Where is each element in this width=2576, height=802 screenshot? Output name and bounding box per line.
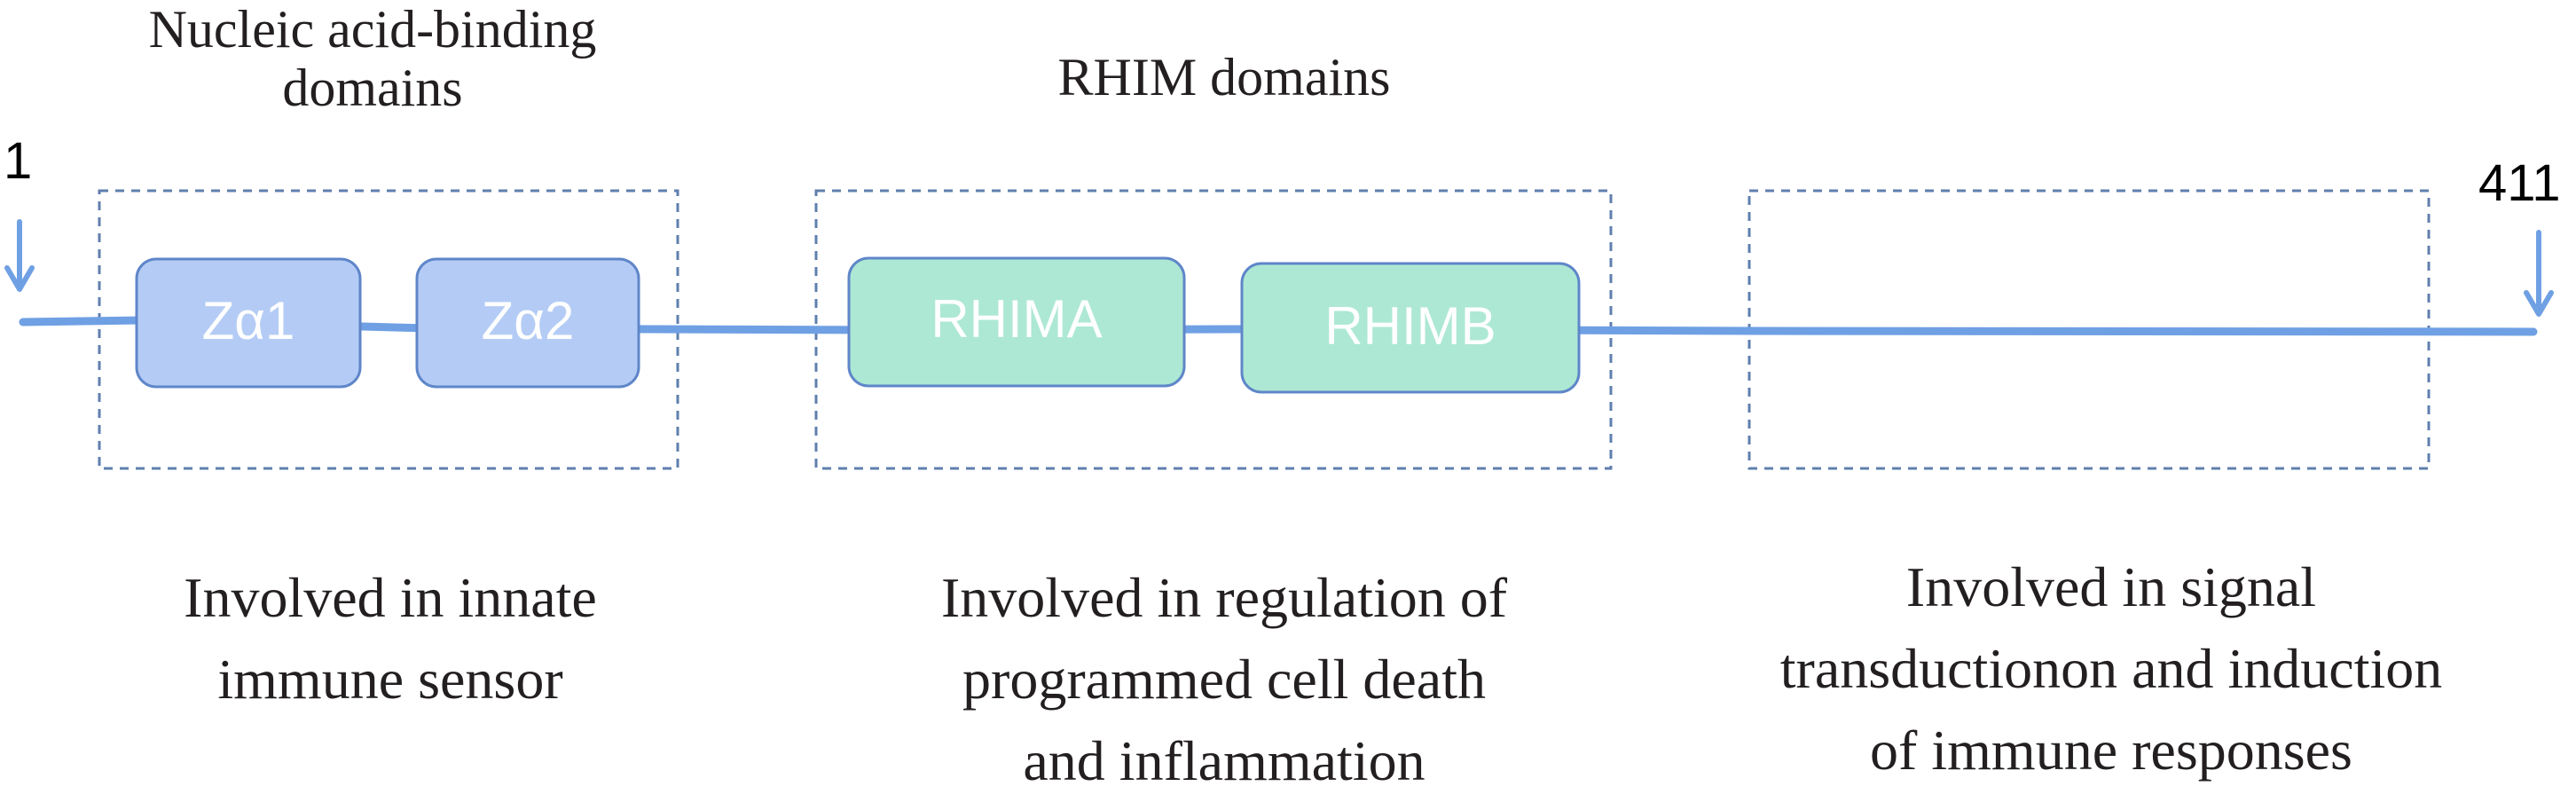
left-description-line-1: Involved in innate xyxy=(184,566,597,629)
left-description-line-2: immune sensor xyxy=(217,648,563,711)
nucleic-heading-line-1: Nucleic acid-binding xyxy=(148,0,597,59)
rhim-region-description: Involved in regulation of programmed cel… xyxy=(781,557,1668,802)
protein-diagram: Zα1 Zα2 RHIMA RHIMB xyxy=(4,189,2554,470)
za1-domain: Zα1 xyxy=(135,257,362,389)
rhim-domains-heading: RHIM domains xyxy=(1057,48,1391,106)
right-description-line-1: Involved in signal xyxy=(1905,555,2317,618)
za2-domain: Zα2 xyxy=(415,257,640,389)
rhimb-domain: RHIMB xyxy=(1240,262,1581,394)
end-position-arrow-icon xyxy=(2524,230,2554,317)
right-description-line-3: of immune responses xyxy=(1870,719,2352,782)
nucleic-heading-line-2: domains xyxy=(282,59,463,117)
start-position-label: 1 xyxy=(4,132,33,190)
nucleic-acid-binding-region-box xyxy=(98,189,679,470)
right-description-line-2: transductionon and induction xyxy=(1779,637,2443,700)
end-position-label: 411 xyxy=(2478,154,2561,212)
start-position-arrow-icon xyxy=(4,219,35,292)
rhimb-label: RHIMB xyxy=(1324,296,1496,356)
c-terminal-region-description: Involved in signal transductionon and in… xyxy=(1668,546,2555,791)
nucleic-acid-binding-heading: Nucleic acid-binding domains xyxy=(53,0,692,117)
rhima-domain: RHIMA xyxy=(847,256,1186,388)
rhima-label: RHIMA xyxy=(931,289,1102,349)
za1-label: Zα1 xyxy=(202,291,295,350)
middle-description-line-1: Involved in regulation of xyxy=(940,566,1508,629)
nucleic-region-description: Involved in innate immune sensor xyxy=(35,557,745,720)
middle-description-line-3: and inflammation xyxy=(1023,729,1425,792)
za2-label: Zα2 xyxy=(482,291,575,350)
middle-description-line-2: programmed cell death xyxy=(962,648,1486,711)
